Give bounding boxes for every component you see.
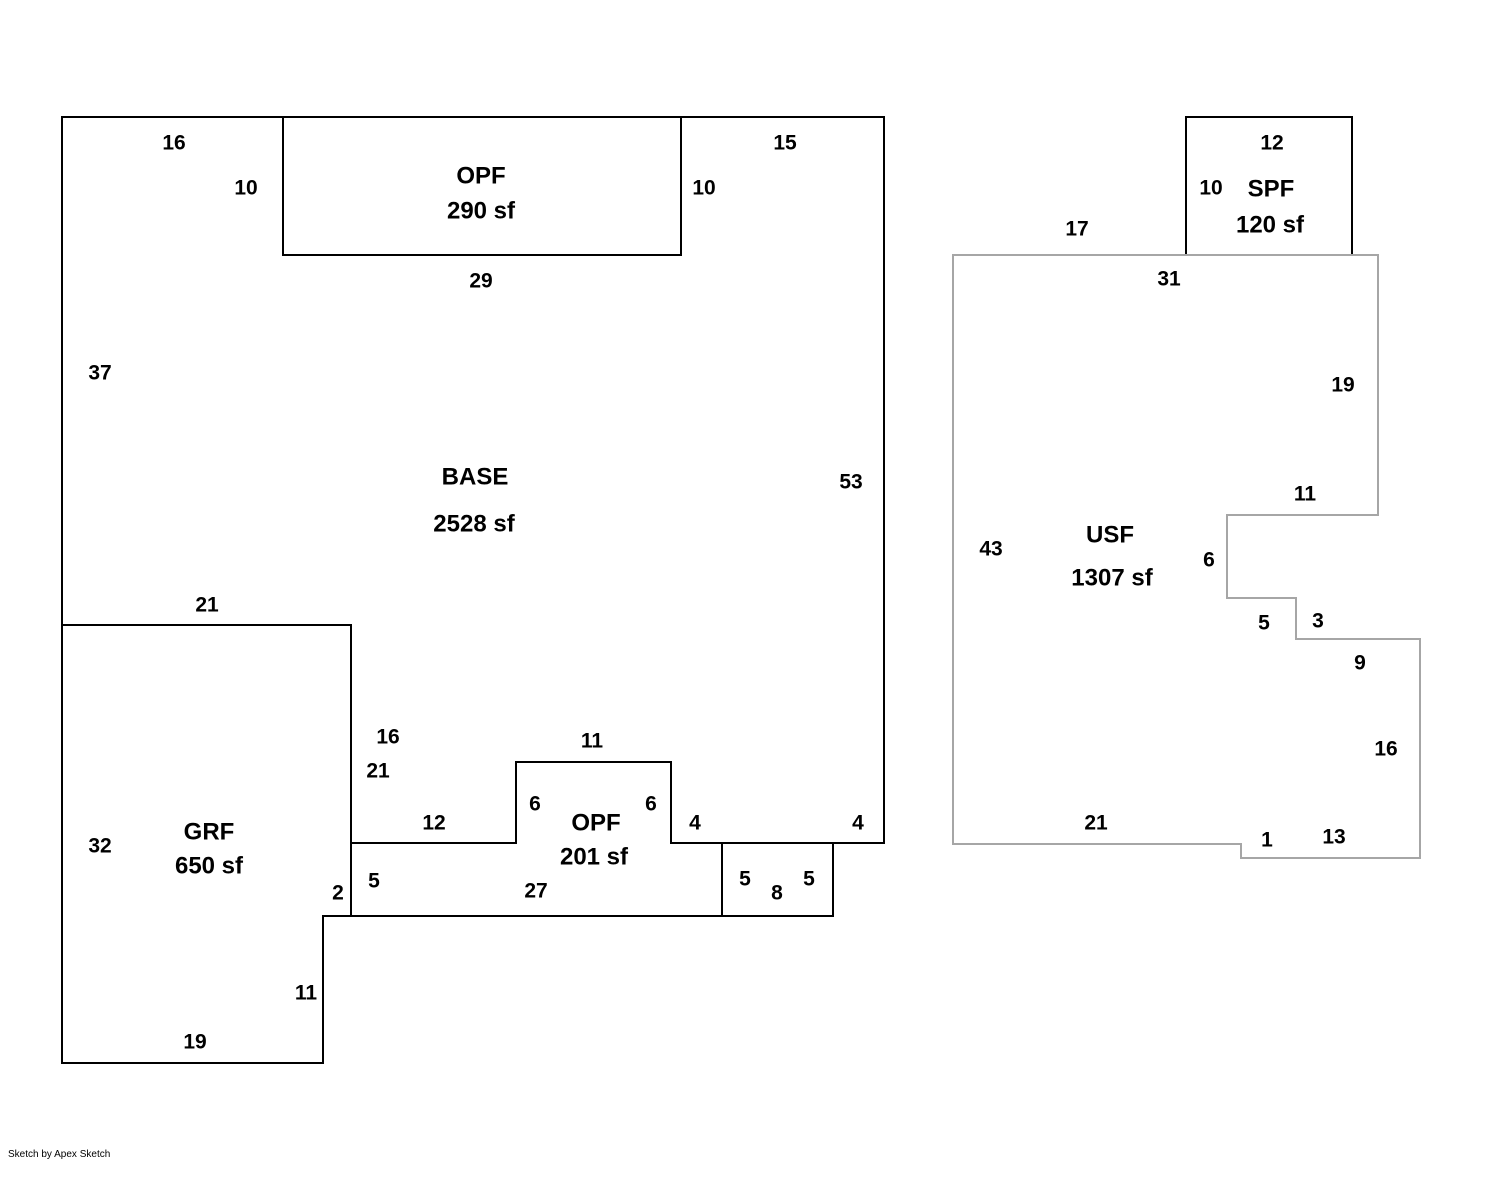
main-structure-outline <box>61 116 885 1064</box>
area-name-base: BASE <box>442 464 509 491</box>
dimension-label: 5 <box>1258 612 1270 635</box>
dimension-label: 12 <box>422 812 445 835</box>
dimension-label: 2 <box>332 882 344 905</box>
dimension-label: 53 <box>839 471 862 494</box>
area-size-opf-top: 290 sf <box>447 198 516 225</box>
dimension-label: 5 <box>368 870 380 893</box>
dimension-label: 19 <box>183 1031 206 1054</box>
dimension-label: 10 <box>1199 177 1222 200</box>
dimension-label: 10 <box>692 177 715 200</box>
area-name-usf: USF <box>1086 522 1134 549</box>
grf-divider-outline <box>62 624 352 916</box>
dimension-label: 9 <box>1354 652 1366 675</box>
dimension-label: 21 <box>1084 812 1108 835</box>
dimension-label: 16 <box>376 726 399 749</box>
area-name-opf-bottom: OPF <box>571 810 620 837</box>
dimension-label: 43 <box>979 538 1002 561</box>
dimension-label: 15 <box>773 132 797 155</box>
opf-bottom-outline <box>351 761 833 844</box>
area-size-opf-bottom: 201 sf <box>560 844 629 871</box>
dimension-label: 11 <box>581 730 604 753</box>
usf-outline <box>952 254 1421 859</box>
dimension-label: 27 <box>524 880 547 903</box>
dimension-label: 5 <box>803 868 815 891</box>
dimension-label: 11 <box>1294 483 1317 506</box>
dimension-label: 32 <box>88 835 111 858</box>
dimension-label: 21 <box>366 760 390 783</box>
apex-sketch-credit: Sketch by Apex Sketch <box>8 1149 111 1160</box>
dimension-label: 6 <box>529 793 541 816</box>
dimension-label: 11 <box>295 982 318 1005</box>
dimension-label: 29 <box>469 270 492 293</box>
dimension-label: 12 <box>1260 132 1283 155</box>
dimension-label: 4 <box>852 812 864 835</box>
dimension-label: 16 <box>162 132 185 155</box>
dimension-label: 5 <box>739 868 751 891</box>
area-size-usf: 1307 sf <box>1071 565 1153 592</box>
area-name-opf-top: OPF <box>456 163 505 190</box>
dimension-label: 10 <box>234 177 257 200</box>
dimension-label: 21 <box>195 594 219 617</box>
area-size-spf: 120 sf <box>1236 212 1305 239</box>
dimension-label: 6 <box>1203 549 1215 572</box>
dimension-label: 8 <box>771 882 783 905</box>
area-size-base: 2528 sf <box>433 511 515 538</box>
area-name-spf: SPF <box>1248 176 1295 203</box>
dimension-label: 13 <box>1322 826 1345 849</box>
area-size-grf: 650 sf <box>175 853 244 880</box>
dimension-label: 17 <box>1065 218 1088 241</box>
dimension-label: 1 <box>1261 829 1273 852</box>
dimension-label: 3 <box>1312 610 1324 633</box>
dimension-label: 31 <box>1157 268 1181 291</box>
dimension-label: 37 <box>88 362 111 385</box>
dimension-label: 16 <box>1374 738 1397 761</box>
area-name-grf: GRF <box>184 819 235 846</box>
dimension-label: 19 <box>1331 374 1354 397</box>
opf-top-outline <box>282 117 682 256</box>
dimension-label: 4 <box>689 812 701 835</box>
dimension-label: 6 <box>645 793 657 816</box>
